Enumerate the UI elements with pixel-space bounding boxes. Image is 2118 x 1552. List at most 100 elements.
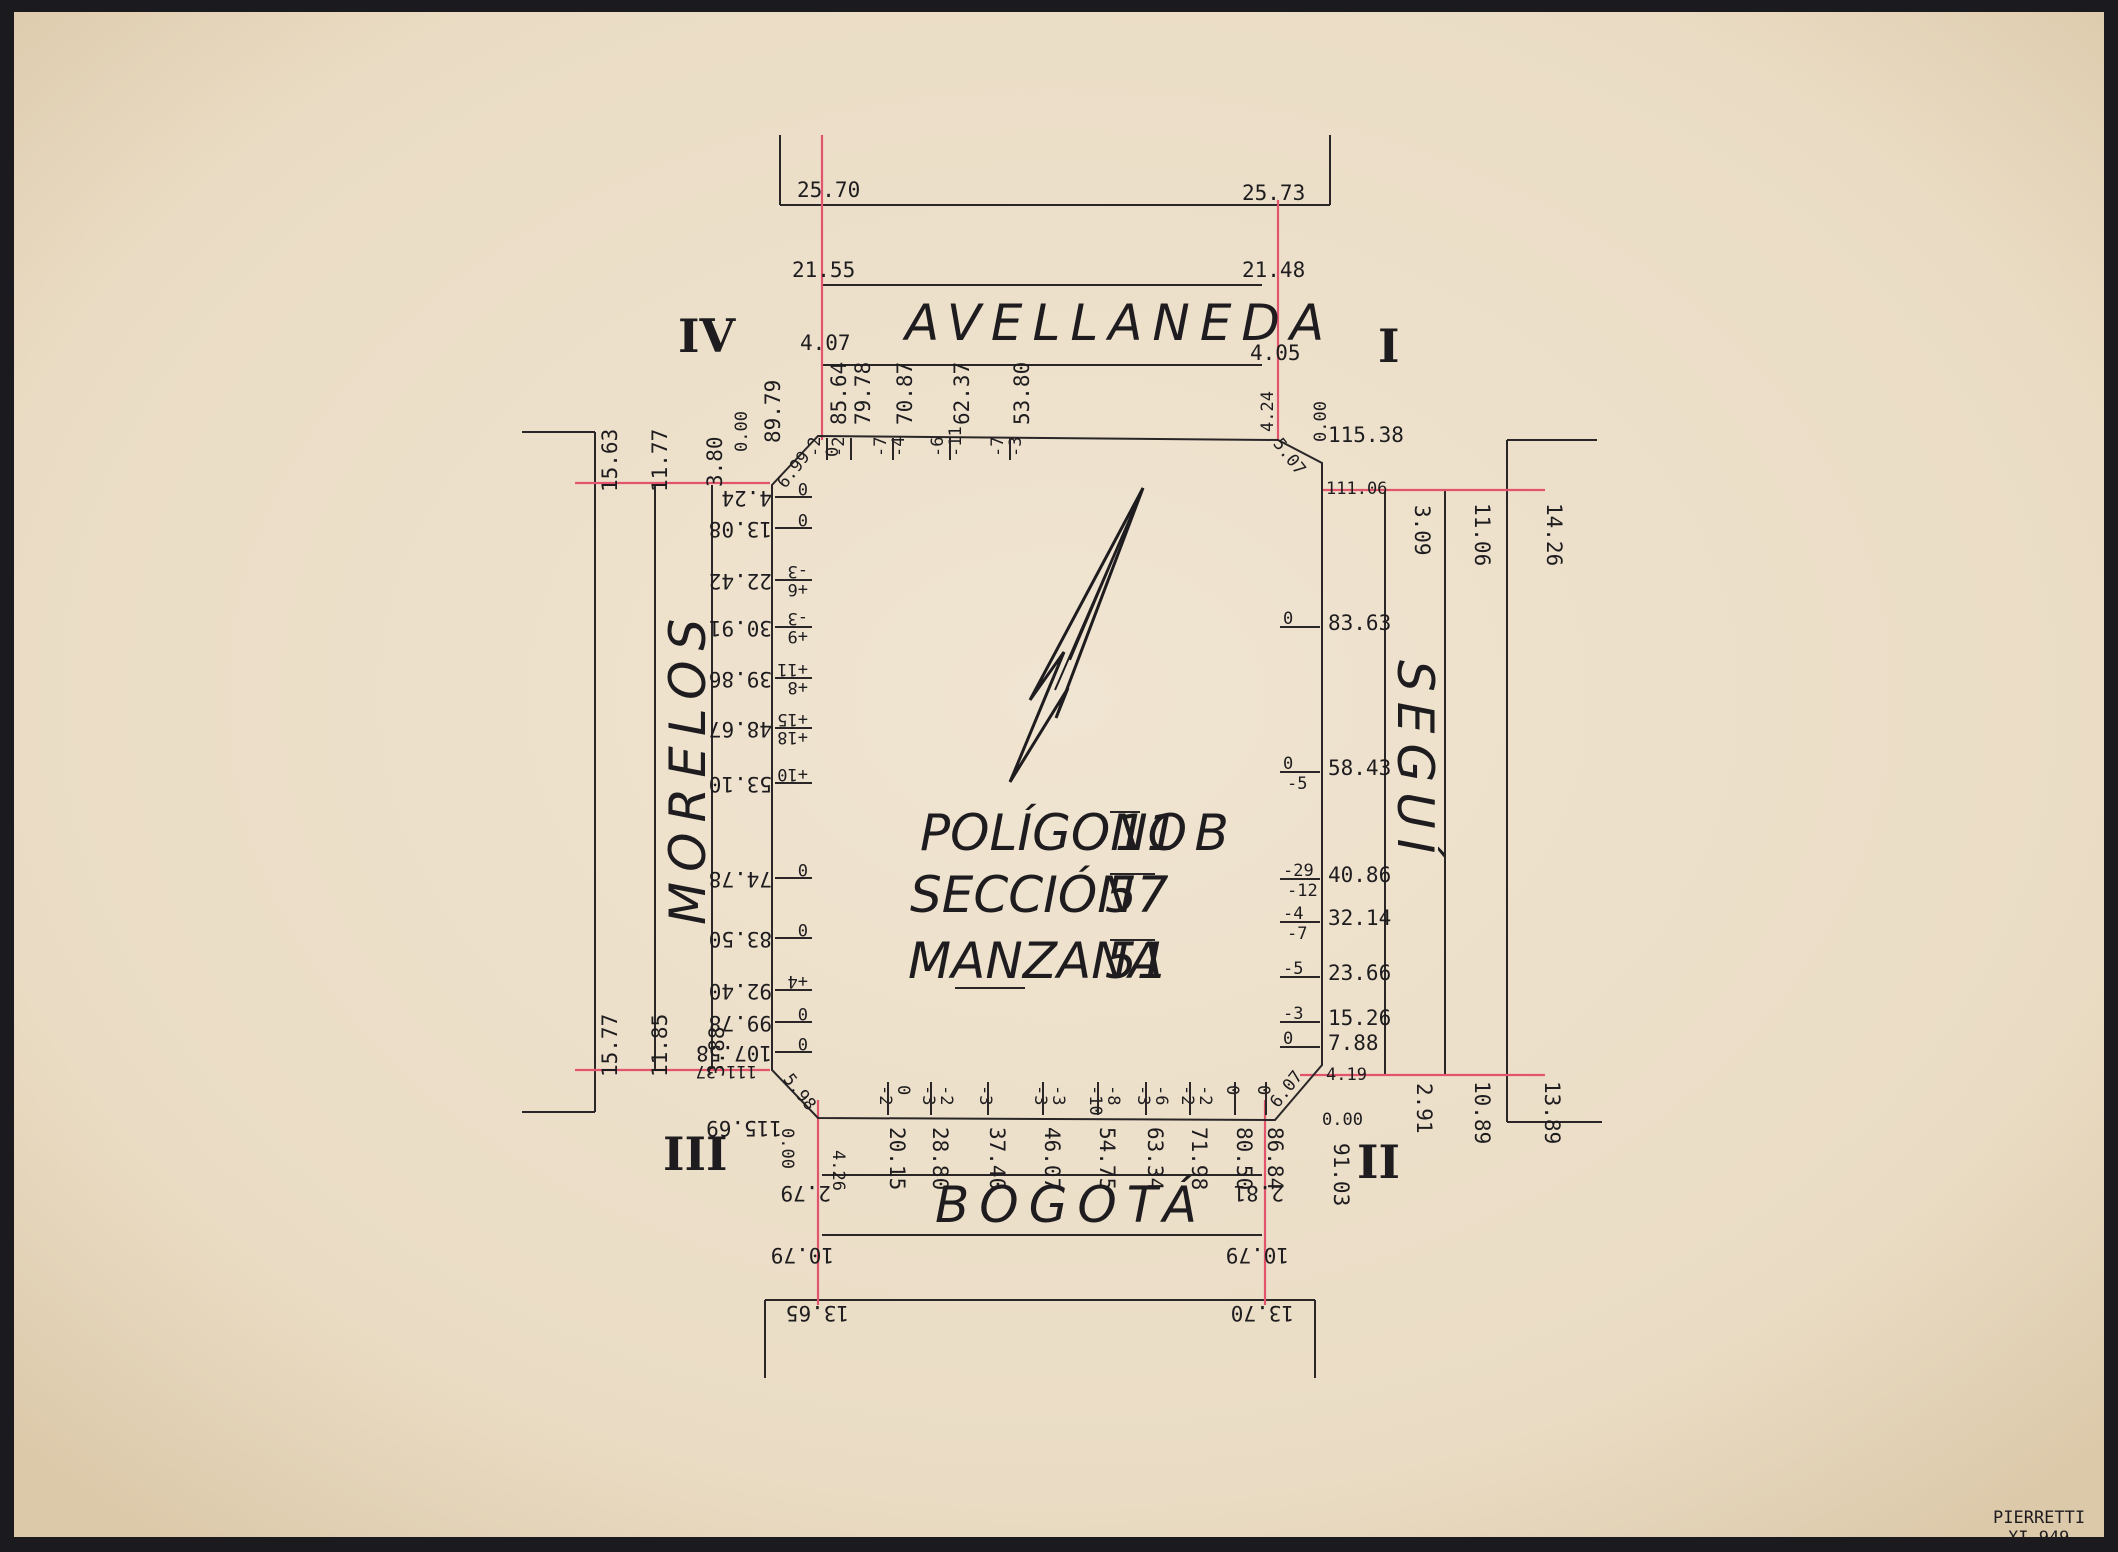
east-side-measurements: 83.63058.430-540.86-29-1232.14-4-723.66-… [1280, 609, 1391, 1055]
south-station-distance: 46.07 [1040, 1127, 1064, 1190]
sw-total: 115.69 [706, 1116, 782, 1140]
north-inner-right: 4.05 [1250, 341, 1301, 365]
ne-start: 111.06 [1326, 479, 1387, 499]
ne-zero: 0.00 [1311, 401, 1331, 442]
east-inner-top: 3.09 [1410, 505, 1434, 556]
south-station-level-b: -8 [1103, 1085, 1123, 1105]
south-station-level-b: -3 [1048, 1085, 1068, 1105]
north-street: 25.70 25.73 21.55 21.48 4.07 4.05 AVELLA… [779, 135, 1334, 440]
manzana-value: 51 [1105, 932, 1169, 990]
east-outer-bottom: 13.89 [1540, 1081, 1564, 1144]
street-segui: SEGUÍ [1386, 660, 1445, 863]
west-station-distance: 92.40 [709, 979, 772, 1003]
south-station-distance: 37.40 [985, 1127, 1009, 1190]
east-inner-bottom: 2.91 [1412, 1083, 1436, 1134]
seccion-value: 57 [1105, 866, 1169, 924]
west-station-level-a: 0 [798, 478, 808, 498]
block-outline [771, 434, 1323, 1122]
west-outer-bottom: 15.77 [598, 1014, 622, 1077]
west-station-level-b: +9 [788, 626, 808, 646]
east-outer-top: 14.26 [1542, 503, 1566, 566]
west-inner-top: 3.80 [703, 436, 727, 487]
west-station-distance: 48.67 [709, 717, 772, 741]
quadrant-iv: IV [678, 309, 737, 363]
west-station-distance: 53.10 [709, 772, 772, 796]
north-station-distance: 79.78 [851, 362, 875, 425]
south-mid-left: 10.79 [771, 1243, 834, 1267]
title-block: POLÍGONO 11 B SECCIÓN 57 MANZANA 51 [908, 803, 1229, 990]
nw-zero: 0.00 [732, 411, 752, 452]
west-outer-top: 15.63 [598, 429, 622, 492]
nw-total: 89.79 [761, 380, 785, 443]
north-station-level-a: -2 [829, 437, 849, 457]
south-station-level-a: -2 [1177, 1085, 1197, 1105]
north-station-distance: 53.80 [1010, 362, 1034, 425]
sw-start: 111.37 [696, 1061, 757, 1081]
south-station-level-b: -2 [1195, 1085, 1215, 1105]
west-station-level-a: +4 [788, 971, 808, 991]
corner-labels: 0.00 89.79 6.99 0.00 115.38 5.07 4.24 11… [696, 380, 1404, 1206]
north-station-level-a: -7 [871, 437, 891, 457]
east-mid-top: 11.06 [1470, 503, 1494, 566]
south-station-level-a: 0 [1253, 1085, 1273, 1095]
west-inner-bottom: 3.88 [705, 1026, 729, 1077]
west-station-distance: 22.42 [709, 569, 772, 593]
east-station-level-b: -5 [1287, 774, 1307, 794]
west-station-distance: 83.50 [709, 927, 772, 951]
west-station-distance: 30.91 [709, 616, 772, 640]
north-inner-left: 4.07 [800, 331, 851, 355]
east-station-distance: 58.43 [1328, 756, 1391, 780]
east-station-distance: 32.14 [1328, 906, 1391, 930]
ne-side: 4.24 [1258, 391, 1278, 432]
west-station-level-a: +10 [777, 764, 808, 784]
east-station-distance: 40.86 [1328, 863, 1391, 887]
west-station-distance: 13.08 [709, 517, 772, 541]
north-station-level-a: -2 [805, 437, 825, 457]
north-station-distance: 85.64 [827, 362, 851, 425]
south-outer-left: 13.65 [786, 1301, 849, 1325]
south-outer-right: 13.70 [1231, 1301, 1294, 1325]
south-station-distance: 28.80 [928, 1127, 952, 1190]
west-street: 15.63 11.77 3.80 15.77 11.85 3.88 MORELO… [522, 429, 770, 1113]
west-station-distance: 74.78 [709, 867, 772, 891]
east-station-level-b: -12 [1287, 881, 1318, 901]
street-avellaneda: AVELLANEDA [902, 294, 1334, 352]
north-outer-left: 25.70 [797, 178, 860, 202]
south-station-level-a: -3 [975, 1085, 995, 1105]
east-station-level-a: -4 [1283, 904, 1303, 924]
west-station-distance: 99.78 [709, 1011, 772, 1035]
east-station-level-a: 0 [1283, 1029, 1293, 1049]
east-station-distance: 15.26 [1328, 1006, 1391, 1030]
west-station-level-a: 0 [798, 509, 808, 529]
south-station-level-b: 0 [893, 1085, 913, 1095]
south-station-level-b: -2 [936, 1085, 956, 1105]
south-station-distance: 86.84 [1263, 1127, 1287, 1190]
se-zero: 0.00 [1322, 1110, 1363, 1130]
east-station-level-a: -5 [1283, 959, 1303, 979]
north-mid-left: 21.55 [792, 258, 855, 282]
east-station-level-a: -3 [1283, 1004, 1303, 1024]
south-station-level-a: -3 [918, 1085, 938, 1105]
manzana-label: MANZANA [908, 932, 1163, 990]
ne-total: 115.38 [1328, 423, 1404, 447]
east-station-distance: 7.88 [1328, 1031, 1379, 1055]
south-station-level-a: -3 [1030, 1085, 1050, 1105]
west-mid-top: 11.77 [648, 429, 672, 492]
south-mid-right: 10.79 [1226, 1243, 1289, 1267]
south-station-distance: 71.98 [1187, 1127, 1211, 1190]
west-station-level-a: -3 [788, 561, 808, 581]
west-station-level-a: +15 [777, 709, 808, 729]
west-station-level-a: -3 [788, 608, 808, 628]
east-station-level-a: 0 [1283, 754, 1293, 774]
west-station-level-a: +11 [777, 659, 808, 679]
poligono-label: POLÍGONO [920, 803, 1187, 862]
south-street: 2.79 2.81 10.79 10.79 13.65 13.70 BOGOTÁ [764, 1100, 1316, 1378]
north-side-measurements: 85.64-2079.78-270.87-7-462.37-6-1153.80-… [805, 362, 1034, 460]
north-station-level-a: -7 [988, 437, 1008, 457]
south-inner-right: 2.81 [1233, 1181, 1284, 1205]
west-station-level-a: 0 [798, 1003, 808, 1023]
poligono-value: 11 B [1115, 804, 1229, 862]
west-station-distance: 39.86 [709, 667, 772, 691]
east-station-level-b: -7 [1287, 924, 1307, 944]
